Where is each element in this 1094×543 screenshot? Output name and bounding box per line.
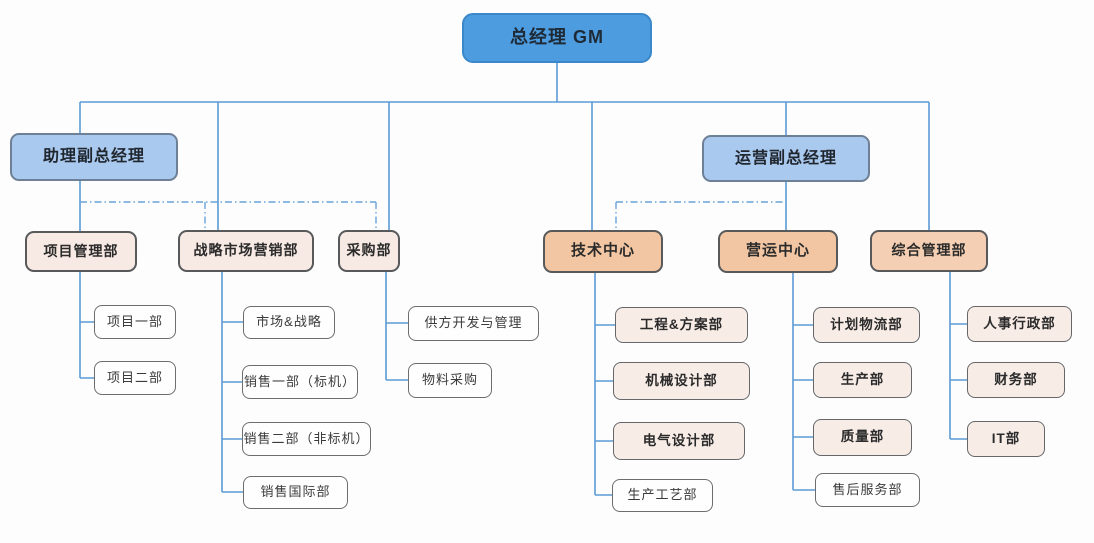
node-mechanical-design-dept: 机械设计部 xyxy=(613,362,750,400)
node-technology-center: 技术中心 xyxy=(543,230,663,273)
node-electrical-design-dept: 电气设计部 xyxy=(613,422,745,460)
node-planning-logistics-dept: 计划物流部 xyxy=(813,307,920,343)
node-it-dept: IT部 xyxy=(967,421,1045,457)
node-production-dept: 生产部 xyxy=(813,362,912,398)
node-after-sales-service-dept: 售后服务部 xyxy=(815,473,920,507)
node-engineering-solutions-dept: 工程&方案部 xyxy=(615,307,748,343)
node-production-process-dept: 生产工艺部 xyxy=(612,479,713,512)
node-material-purchasing: 物料采购 xyxy=(408,363,492,398)
node-project-management-dept: 项目管理部 xyxy=(25,231,137,272)
node-international-sales: 销售国际部 xyxy=(243,476,348,509)
node-project-section-1: 项目一部 xyxy=(94,305,176,339)
node-sales-section-2: 销售二部（非标机） xyxy=(242,422,371,456)
node-market-strategy: 市场&战略 xyxy=(243,306,335,339)
node-assistant-deputy-gm: 助理副总经理 xyxy=(10,133,178,181)
dashdot-connectors xyxy=(80,201,786,230)
node-operations-deputy-gm: 运营副总经理 xyxy=(702,135,870,182)
node-finance-dept: 财务部 xyxy=(967,362,1065,398)
node-hr-admin-dept: 人事行政部 xyxy=(967,306,1072,342)
node-strategic-marketing-dept: 战略市场营销部 xyxy=(178,230,314,272)
node-quality-dept: 质量部 xyxy=(813,419,912,456)
node-supplier-development: 供方开发与管理 xyxy=(408,306,539,341)
node-purchasing-dept: 采购部 xyxy=(338,230,400,272)
node-operations-center: 营运中心 xyxy=(718,230,838,273)
node-project-section-2: 项目二部 xyxy=(94,361,176,395)
node-general-manager: 总经理 GM xyxy=(462,13,652,63)
node-sales-section-1: 销售一部（标机） xyxy=(242,365,358,399)
node-general-management-dept: 综合管理部 xyxy=(870,230,988,272)
